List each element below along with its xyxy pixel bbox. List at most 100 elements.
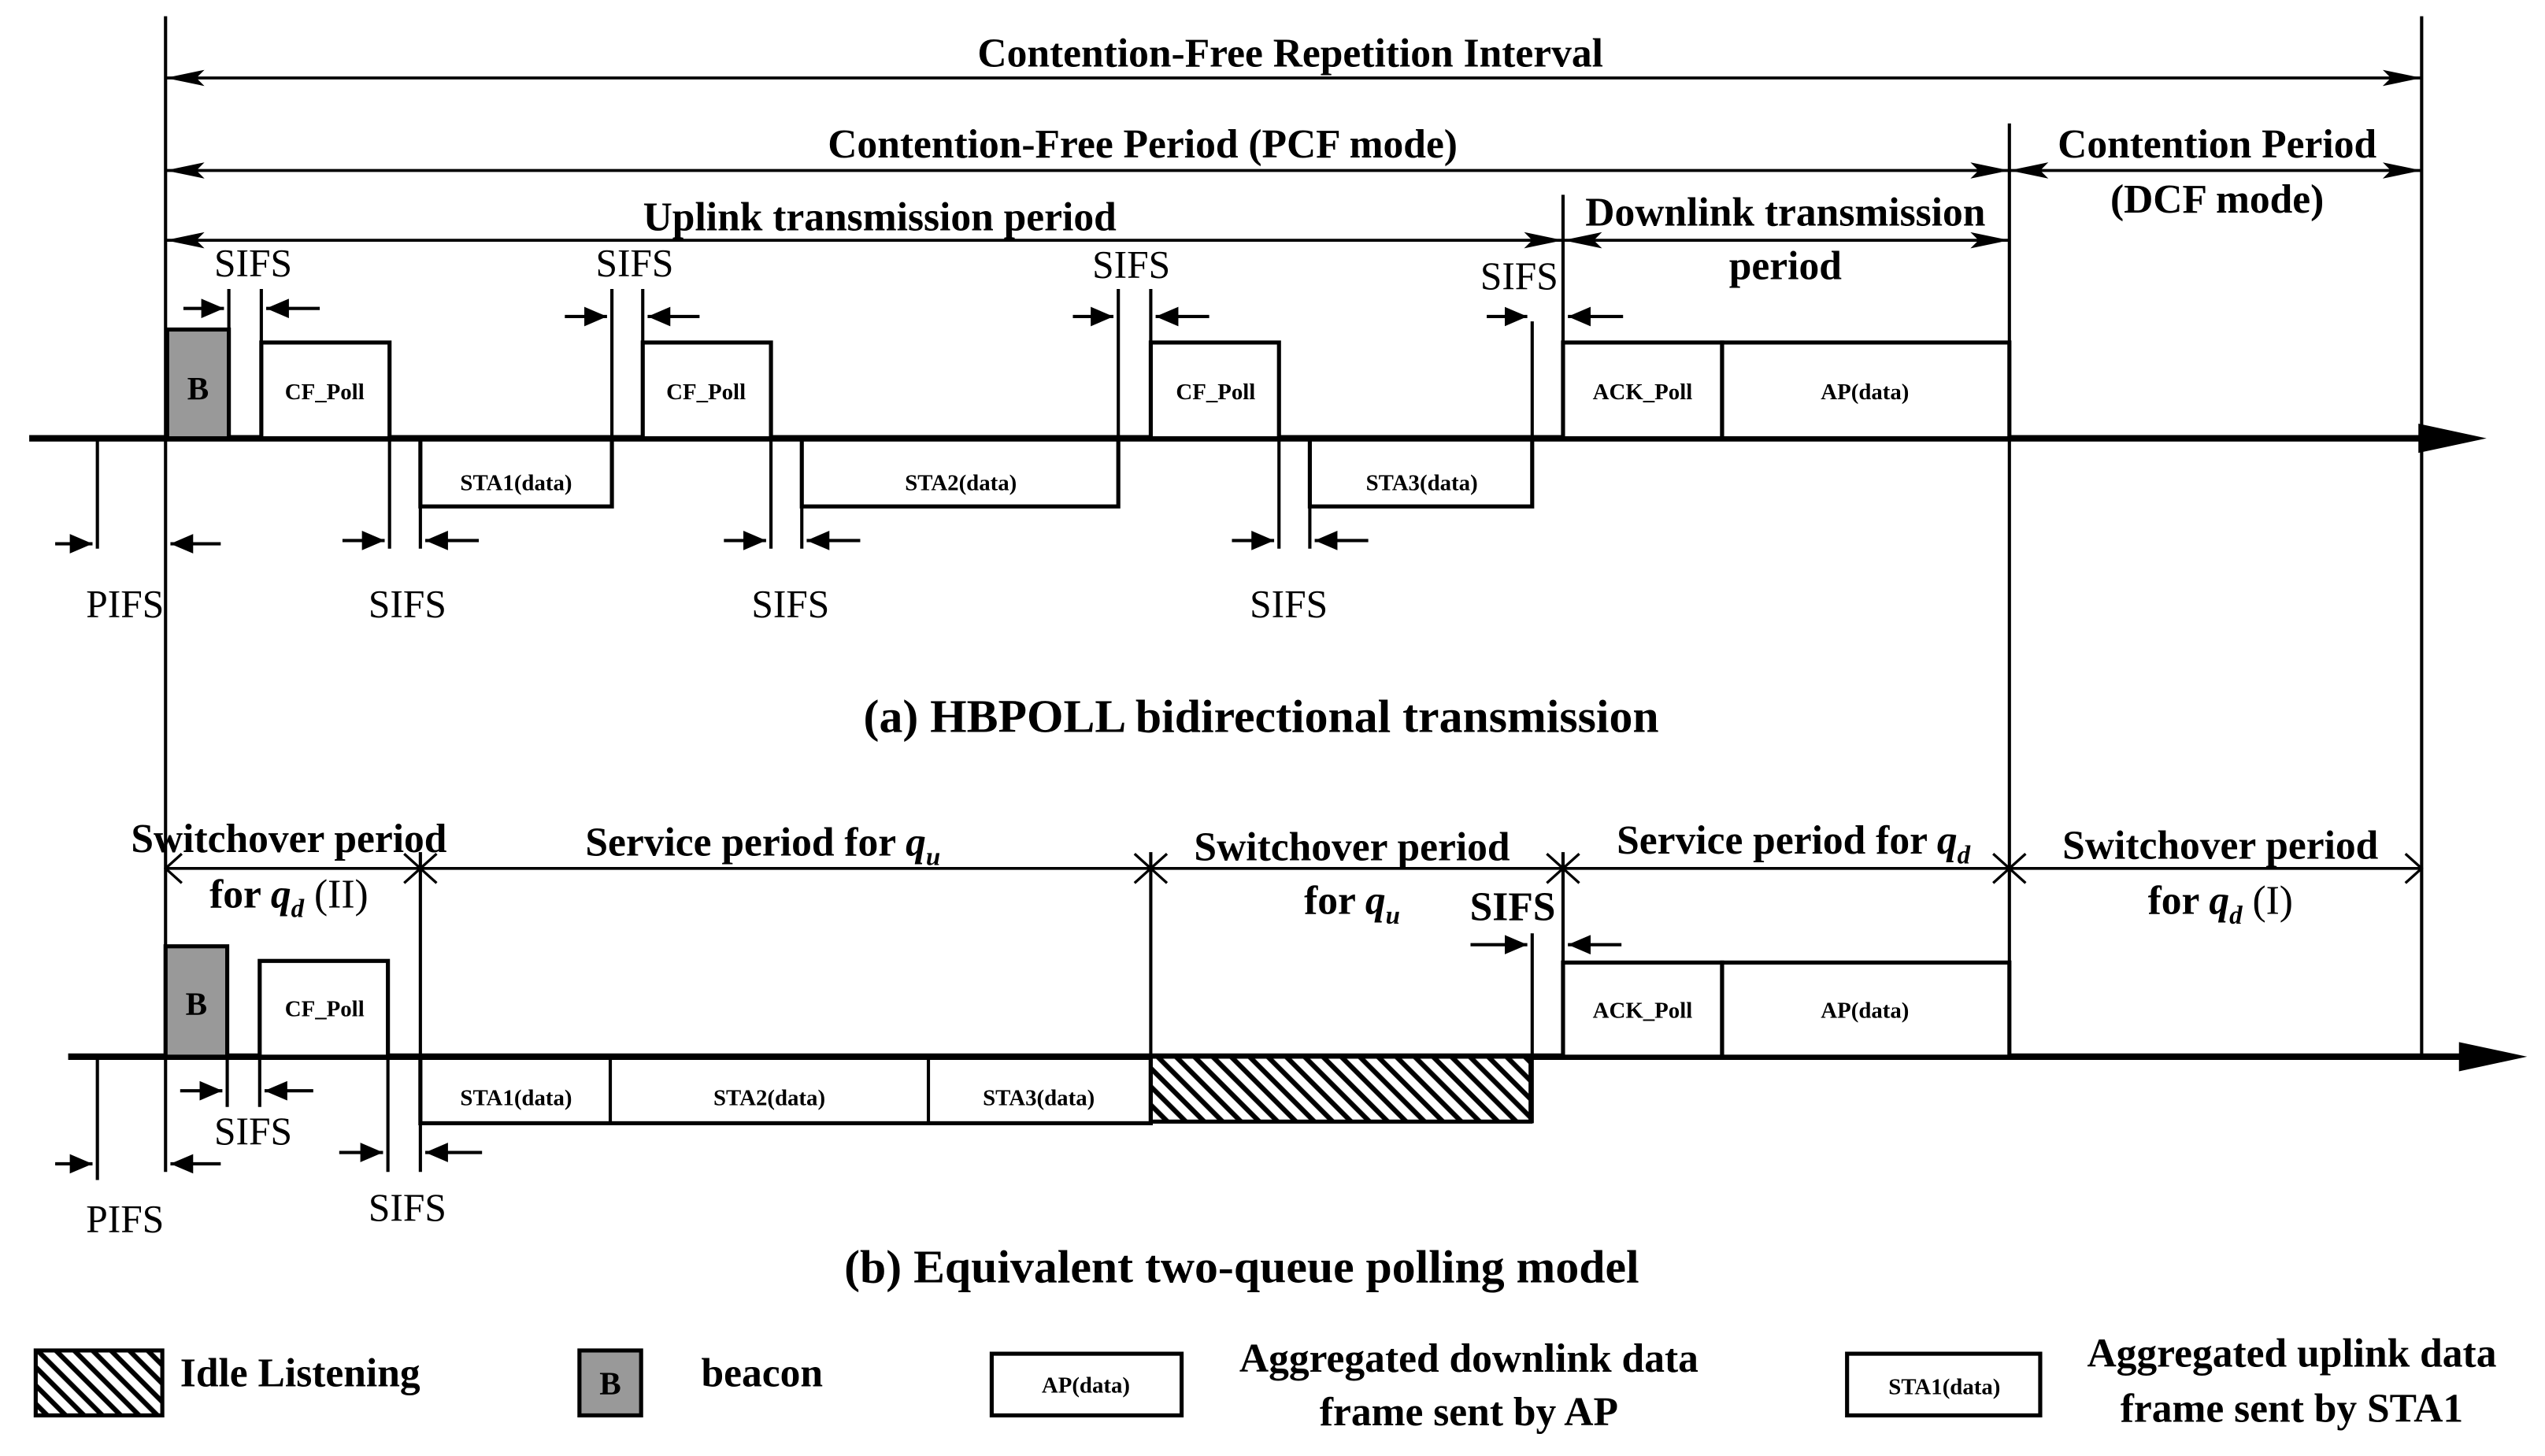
legend-sta-desc-line1: Aggregated uplink data xyxy=(2087,1332,2496,1376)
legend: Idle Listening B beacon AP(data) Aggrega… xyxy=(33,1332,2496,1435)
contention-period-label-line2: (DCF mode) xyxy=(2110,177,2324,222)
switchover-period-qd-i-queue: for qd (I) xyxy=(2148,879,2293,930)
repetition-interval-label: Contention-Free Repetition Interval xyxy=(977,31,1603,76)
sifs-marker-a-1: SIFS xyxy=(183,241,320,343)
cf-poll-frame-3-label: CF_Poll xyxy=(1176,380,1255,405)
sifs-marker-a-3: SIFS xyxy=(1072,243,1210,439)
sta2-data-frame xyxy=(799,435,1121,509)
ack-poll-frame-label: ACK_Poll xyxy=(1593,380,1693,405)
beacon-frame xyxy=(163,944,230,1059)
service-period-qu-label: Service period for qu xyxy=(585,820,940,871)
ack-poll-frame xyxy=(1561,340,1724,441)
ack-poll-frame-label: ACK_Poll xyxy=(1593,998,1693,1023)
beacon-frame-label: B xyxy=(186,985,208,1021)
sifs-label: SIFS xyxy=(595,241,673,284)
time-axis-b-arrowhead xyxy=(2458,1042,2528,1072)
cf-poll-frame-label: CF_Poll xyxy=(285,996,365,1021)
switchover-type: (I) xyxy=(2243,879,2293,924)
legend-ap-swatch-label: AP(data) xyxy=(1042,1373,1130,1399)
ap-data-frame xyxy=(1720,960,2012,1059)
ap-data-frame-label: AP(data) xyxy=(1821,380,1909,405)
sifs-label: SIFS xyxy=(214,1110,292,1153)
legend-beacon-swatch xyxy=(577,1348,643,1418)
pifs-label: PIFS xyxy=(86,582,164,625)
caption-b: (b) Equivalent two-queue polling model xyxy=(844,1240,1639,1292)
switchover-period-qu-queue: for qu xyxy=(1304,879,1400,930)
caption-a: (a) HBPOLL bidirectional transmission xyxy=(864,691,1659,743)
cf-poll-frame-2-label: CF_Poll xyxy=(666,380,746,405)
sta2-data-frame-label: STA2(data) xyxy=(905,471,1017,496)
ack-poll-frame xyxy=(1561,960,1724,1059)
legend-beacon-label: beacon xyxy=(701,1350,823,1395)
sta1-data-frame-label: STA1(data) xyxy=(460,471,572,496)
cf-poll-frame-2 xyxy=(640,340,773,441)
sifs-label: SIFS xyxy=(214,241,292,284)
downlink-period-label-line2: period xyxy=(1729,244,1842,289)
service-period-qd-label: Service period for qd xyxy=(1617,818,1971,869)
ap-data-frame xyxy=(1720,340,2012,441)
time-axis-a-arrowhead xyxy=(2418,424,2487,454)
for-text: for xyxy=(2148,879,2210,924)
queue-symbol: q xyxy=(2209,879,2229,924)
pifs-marker-b: PIFS xyxy=(55,1056,221,1241)
sta2-data-frame-label: STA2(data) xyxy=(713,1086,825,1111)
legend-beacon-swatch-label: B xyxy=(599,1365,621,1402)
for-text: for xyxy=(1304,879,1365,924)
contention-period-label-line1: Contention Period xyxy=(2058,122,2376,167)
queue-subscript: d xyxy=(1958,842,1971,870)
sifs-marker-a-2: SIFS xyxy=(565,241,700,439)
queue-symbol: q xyxy=(906,820,926,865)
legend-ap-swatch xyxy=(989,1351,1184,1418)
uplink-period-label: Uplink transmission period xyxy=(643,195,1117,240)
sifs-label: SIFS xyxy=(751,582,829,625)
switchover-type: (II) xyxy=(304,872,368,917)
service-period-title: Service period for xyxy=(585,820,906,865)
sifs-label: SIFS xyxy=(369,1186,446,1229)
legend-sta-swatch-label: STA1(data) xyxy=(1888,1375,2000,1400)
pifs-label: PIFS xyxy=(86,1198,164,1241)
sifs-label: SIFS xyxy=(369,582,446,625)
sifs-label: SIFS xyxy=(1470,885,1556,930)
cf-poll-frame-3 xyxy=(1148,340,1281,441)
queue-subscript: u xyxy=(926,843,940,872)
legend-ap-desc-line1: Aggregated downlink data xyxy=(1239,1336,1699,1381)
beacon-frame xyxy=(165,327,232,441)
legend-idle-swatch xyxy=(33,1348,165,1418)
sta3-data-frame xyxy=(1307,435,1535,509)
diagram-a: Contention-Free Repetition Interval Cont… xyxy=(29,31,2487,743)
legend-idle-label: Idle Listening xyxy=(180,1350,420,1395)
cf-poll-frame xyxy=(257,958,391,1059)
legend-ap-desc-line2: frame sent by AP xyxy=(1320,1390,1618,1435)
queue-subscript: d xyxy=(2229,902,2243,930)
sifs-marker-a-6: SIFS xyxy=(724,438,861,625)
service-period-title: Service period for xyxy=(1617,818,1937,863)
sifs-marker-a-5: SIFS xyxy=(342,438,480,625)
pifs-marker-a: PIFS xyxy=(55,438,221,625)
sifs-marker-a-4: SIFS xyxy=(1480,195,1624,439)
sifs-marker-b-2: SIFS xyxy=(180,1056,313,1153)
sifs-label: SIFS xyxy=(1092,243,1170,287)
sifs-marker-b-3: SIFS xyxy=(339,1056,483,1229)
sta3-data-frame-label: STA3(data) xyxy=(1366,471,1478,496)
idle-listening-block xyxy=(1148,1054,1533,1124)
queue-symbol: q xyxy=(271,872,291,917)
switchover-period-qu-title: Switchover period xyxy=(1194,824,1510,869)
for-text: for xyxy=(209,872,271,917)
sifs-label: SIFS xyxy=(1480,254,1558,298)
downlink-period-label-line1: Downlink transmission xyxy=(1585,191,1985,235)
cf-poll-frame-1-label: CF_Poll xyxy=(285,380,365,405)
queue-symbol: q xyxy=(1365,879,1386,924)
beacon-frame-label: B xyxy=(187,370,209,406)
sifs-label: SIFS xyxy=(1250,582,1328,625)
sta1-data-frame-label: STA1(data) xyxy=(460,1086,572,1111)
switchover-period-qd-i-title: Switchover period xyxy=(2062,823,2378,868)
switchover-period-qd-ii-queue: for qd (II) xyxy=(209,872,368,923)
legend-sta-desc-line2: frame sent by STA1 xyxy=(2121,1387,2463,1432)
queue-subscript: u xyxy=(1386,902,1400,930)
diagram-b: Switchover period for qd (II) Service pe… xyxy=(55,817,2528,1292)
sta1-data-frame xyxy=(418,435,614,509)
sta3-data-frame-label: STA3(data) xyxy=(983,1086,1095,1111)
legend-sta-swatch xyxy=(1845,1351,2043,1418)
sifs-marker-a-7: SIFS xyxy=(1232,438,1369,625)
sifs-marker-b-1: SIFS xyxy=(1470,885,1622,1124)
